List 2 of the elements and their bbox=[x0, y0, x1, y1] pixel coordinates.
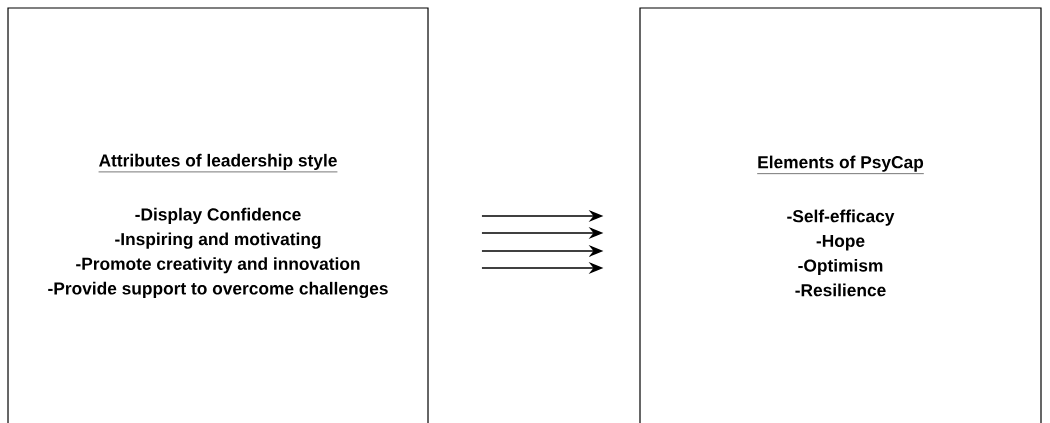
text-box: Elements of PsyCap -Self-efficacy -Hope -Optimism -Resilience bbox=[639, 7, 1042, 423]
text-box: Attributes of leadership style -Display Confidence -Inspiring and motivating -Promote creativity and innovation -Provide support to overcome challenges bbox=[7, 7, 429, 423]
